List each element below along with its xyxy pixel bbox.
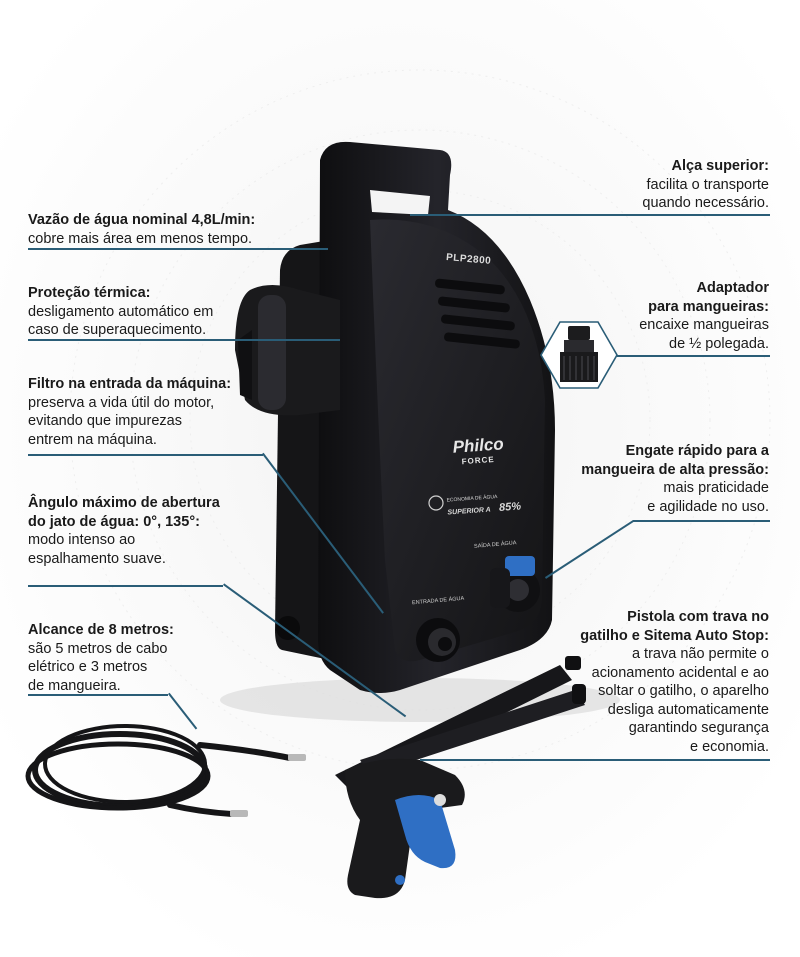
callout-handle: Alça superior: facilita o transporte qua… xyxy=(642,157,769,213)
callout-gun-desc: soltar o gatilho, o aparelho xyxy=(598,683,769,699)
leader-handle xyxy=(410,214,770,216)
callout-gun-title: Pistola com trava no xyxy=(627,609,769,625)
callout-quick-desc: e agilidade no uso. xyxy=(647,498,769,515)
callout-filter-desc: preserva a vida útil do motor, xyxy=(28,394,215,411)
callout-gun-title: gatilho e Sitema Auto Stop: xyxy=(580,627,769,644)
leader-gun xyxy=(420,759,770,761)
callout-reach-desc: de mangueira. xyxy=(28,677,121,694)
leader-reach xyxy=(28,694,168,696)
callout-quick-title: Engate rápido para a xyxy=(625,443,769,459)
pressure-gun xyxy=(335,656,586,899)
callout-filter-desc: entrem na máquina. xyxy=(28,431,157,448)
callout-thermal: Proteção térmica: desligamento automátic… xyxy=(28,284,213,340)
callout-handle-title: Alça superior: xyxy=(671,158,770,174)
leader-filter xyxy=(28,454,263,456)
callout-thermal-title: Proteção térmica: xyxy=(28,285,151,301)
leader-quick xyxy=(633,520,770,522)
callout-quick-desc: mais praticidade xyxy=(663,480,769,496)
callout-angle-title: do jato de água: 0°, 135°: xyxy=(28,513,200,530)
callout-filter-title: Filtro na entrada da máquina: xyxy=(28,376,232,392)
callout-flow: Vazão de água nominal 4,8L/min: cobre ma… xyxy=(28,211,255,248)
callout-reach-title: Alcance de 8 metros: xyxy=(28,622,174,638)
leader-flow xyxy=(28,248,328,250)
side-hose-reel xyxy=(235,285,340,416)
callout-filter-desc: evitando que impurezas xyxy=(28,413,182,429)
callout-quick-title: mangueira de alta pressão: xyxy=(581,461,769,478)
callout-gun: Pistola com trava no gatilho e Sitema Au… xyxy=(580,608,769,756)
callout-angle: Ângulo máximo de abertura do jato de águ… xyxy=(28,494,220,568)
callout-gun-desc: garantindo segurança xyxy=(628,720,769,736)
callout-adapter-title: para mangueiras: xyxy=(648,298,769,315)
callout-flow-title: Vazão de água nominal 4,8L/min: xyxy=(28,212,256,228)
handle-opening xyxy=(370,190,430,215)
leader-adapter xyxy=(617,355,770,357)
callout-gun-desc: e economia. xyxy=(690,738,769,755)
callout-gun-desc: a trava não permite o xyxy=(631,646,769,662)
coiled-hose xyxy=(25,724,293,817)
machine-front-face xyxy=(370,219,545,662)
inlet-connector xyxy=(416,618,460,662)
callout-handle-desc: facilita o transporte xyxy=(646,176,769,193)
callout-thermal-desc: caso de superaquecimento. xyxy=(28,322,207,338)
callout-flow-desc: cobre mais área em menos tempo. xyxy=(28,230,253,247)
outlet-connector xyxy=(490,556,540,612)
callout-gun-desc: acionamento acidental e ao xyxy=(591,664,769,681)
callout-reach: Alcance de 8 metros: são 5 metros de cab… xyxy=(28,621,174,695)
callout-adapter-desc: de ½ polegada. xyxy=(669,335,769,352)
leader-angle xyxy=(28,585,223,587)
economy-value: 85% xyxy=(498,500,522,514)
hose-adapter xyxy=(540,321,618,389)
callout-angle-desc: modo intenso ao xyxy=(28,532,136,548)
callout-reach-desc: elétrico e 3 metros xyxy=(28,659,148,675)
callout-quick: Engate rápido para a mangueira de alta p… xyxy=(581,442,769,516)
callout-reach-desc: são 5 metros de cabo xyxy=(28,640,168,657)
callout-angle-desc: espalhamento suave. xyxy=(28,550,166,567)
brand-logo: Philco FORCE xyxy=(452,434,505,466)
callout-adapter: Adaptador para mangueiras: encaixe mangu… xyxy=(639,279,769,353)
callout-adapter-title: Adaptador xyxy=(696,280,770,296)
callout-handle-desc: quando necessário. xyxy=(642,195,769,211)
callout-thermal-desc: desligamento automático em xyxy=(28,303,214,320)
callout-gun-desc: desliga automaticamente xyxy=(607,701,769,718)
callout-adapter-desc: encaixe mangueiras xyxy=(639,317,769,333)
callout-filter: Filtro na entrada da máquina: preserva a… xyxy=(28,375,231,449)
brand-name: Philco xyxy=(452,434,505,457)
callout-angle-title: Ângulo máximo de abertura xyxy=(28,495,220,511)
leader-thermal xyxy=(28,339,340,341)
